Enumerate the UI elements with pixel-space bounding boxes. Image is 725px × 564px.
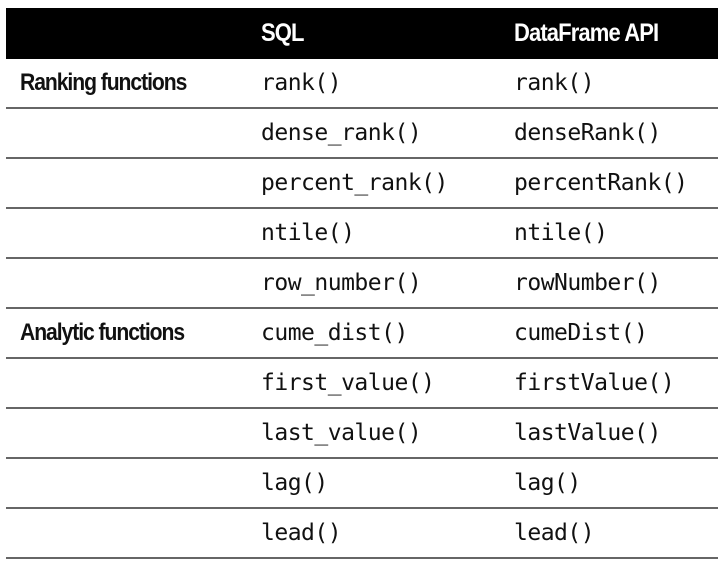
api-function: lag() (514, 470, 581, 496)
header-category (6, 8, 256, 59)
api-function: lastValue() (514, 420, 661, 446)
sql-function: lag() (261, 470, 328, 496)
header-dataframe-api: DataFrame API (511, 8, 718, 59)
table-row: first_value() firstValue() (6, 358, 718, 409)
api-function: lead() (514, 520, 595, 546)
category-label: Ranking functions (20, 69, 187, 96)
api-function: rowNumber() (514, 270, 661, 296)
table-row: Analytic functions cume_dist() cumeDist(… (6, 308, 718, 359)
table-row: percent_rank() percentRank() (6, 158, 718, 209)
sql-function: lead() (261, 520, 342, 546)
table-row: row_number() rowNumber() (6, 258, 718, 309)
sql-function: last_value() (261, 420, 422, 446)
header-sql-label: SQL (261, 19, 304, 47)
table-row: last_value() lastValue() (6, 408, 718, 459)
api-function: cumeDist() (514, 320, 648, 346)
api-function: denseRank() (514, 120, 661, 146)
table-row: ntile() ntile() (6, 208, 718, 259)
table-row: lag() lag() (6, 458, 718, 509)
sql-function: row_number() (261, 270, 422, 296)
api-function: rank() (514, 70, 595, 96)
header-row: SQL DataFrame API (6, 8, 718, 59)
header-sql: SQL (256, 8, 511, 59)
sql-function: cume_dist() (261, 320, 408, 346)
table-row: lead() lead() (6, 508, 718, 559)
api-function: firstValue() (514, 370, 675, 396)
table-row: dense_rank() denseRank() (6, 108, 718, 159)
sql-function: first_value() (261, 370, 435, 396)
api-function: ntile() (514, 220, 608, 246)
sql-function: rank() (261, 70, 342, 96)
sql-function: percent_rank() (261, 170, 448, 196)
sql-function: ntile() (261, 220, 355, 246)
header-api-label: DataFrame API (514, 19, 659, 47)
category-label: Analytic functions (20, 319, 185, 346)
table-row: Ranking functions rank() rank() (6, 59, 718, 109)
sql-function: dense_rank() (261, 120, 422, 146)
api-function: percentRank() (514, 170, 688, 196)
window-functions-table: SQL DataFrame API Ranking functions rank… (6, 8, 718, 559)
